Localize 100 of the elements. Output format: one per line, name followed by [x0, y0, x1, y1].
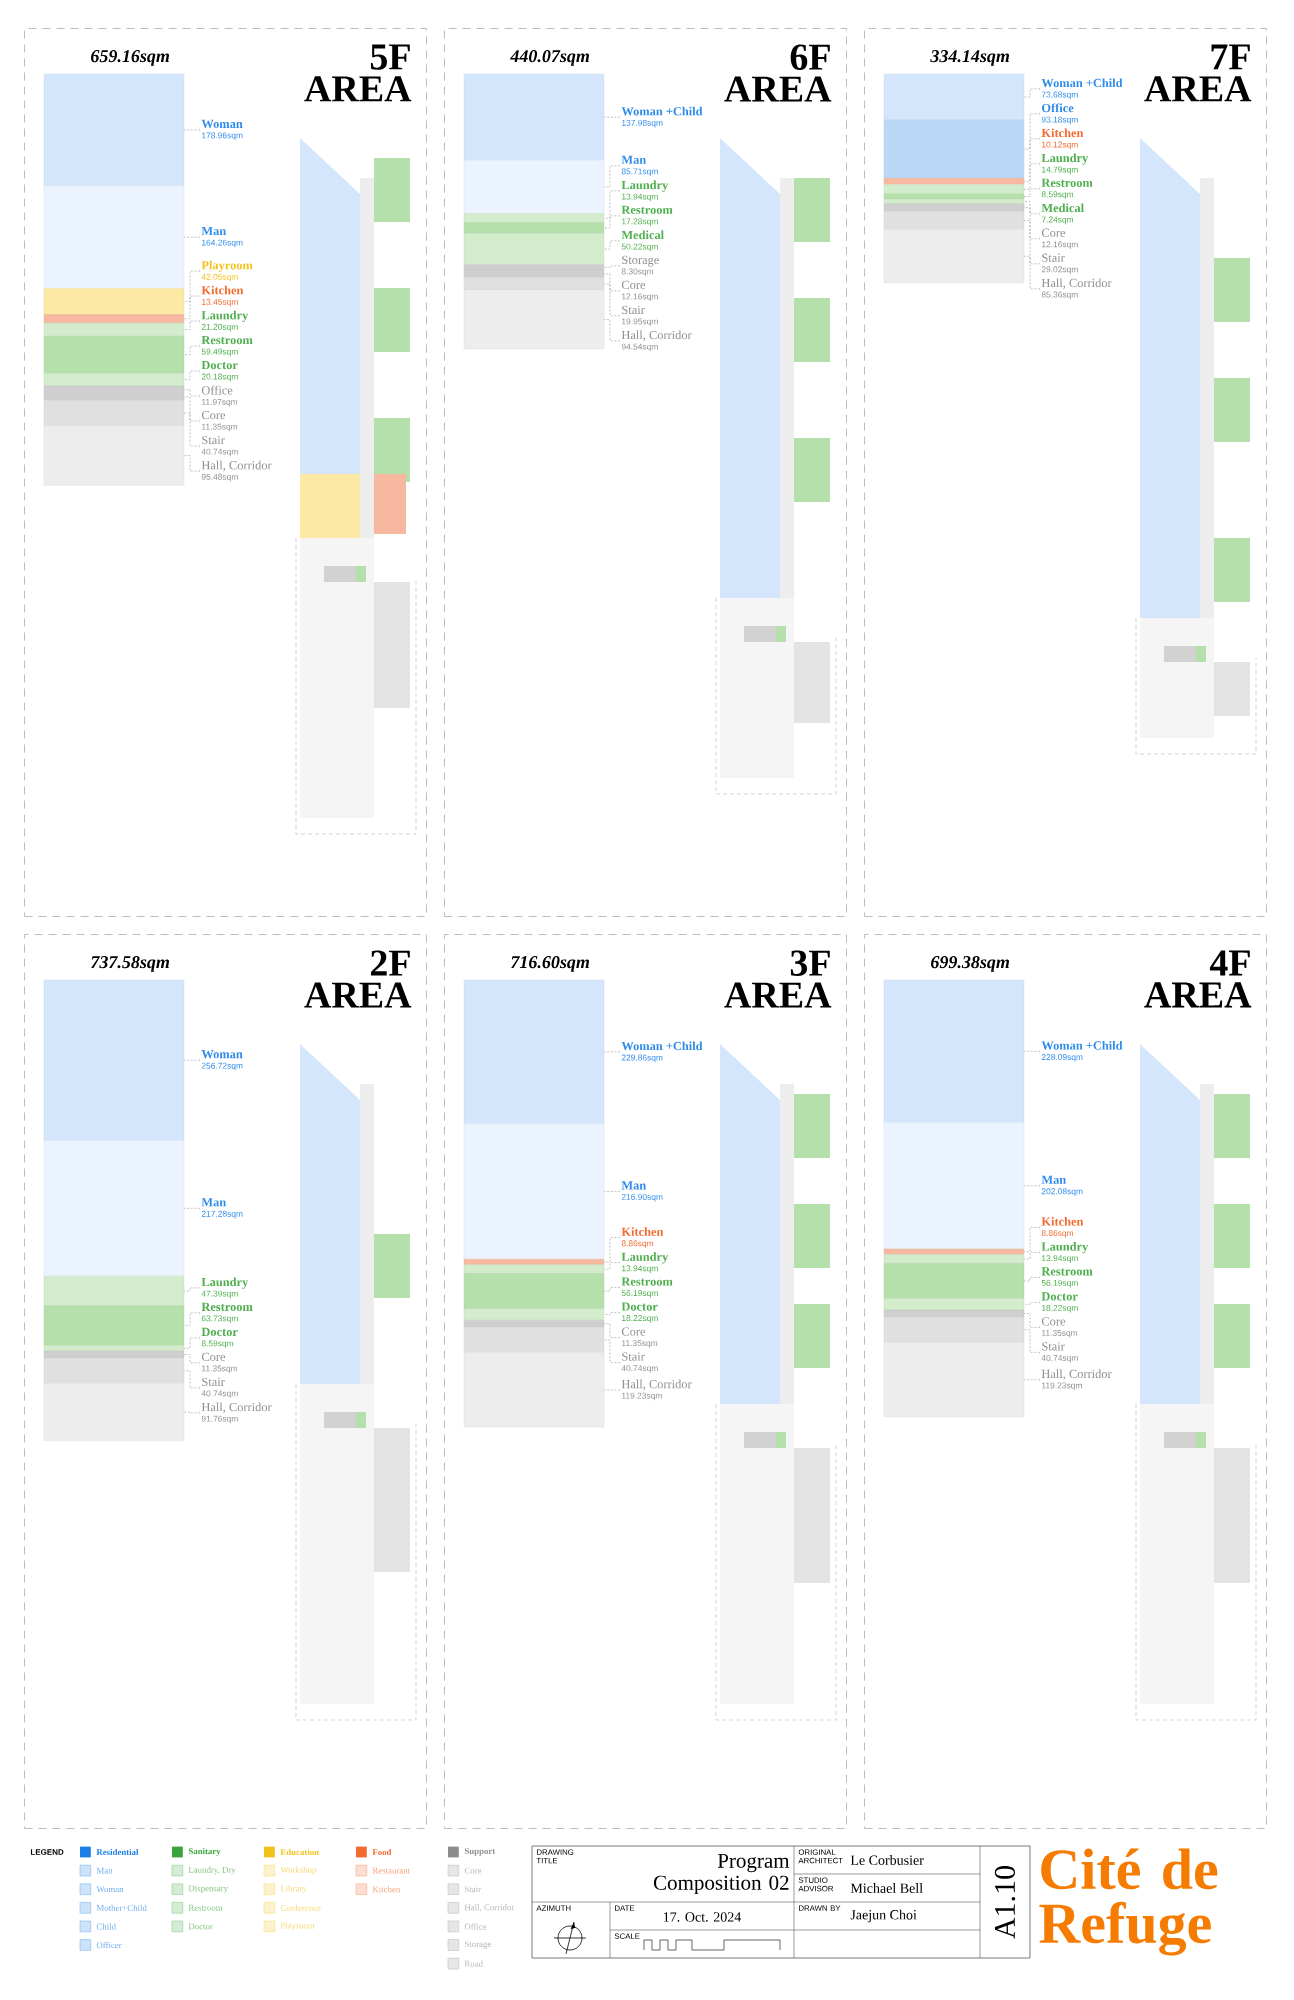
- leader-line: [603, 1323, 621, 1338]
- area-total: 440.07sqm: [510, 50, 590, 66]
- leader-line: [183, 1411, 201, 1414]
- area-bar-segment: [883, 73, 1025, 121]
- leader-line: [1023, 1185, 1041, 1187]
- leader-line: [603, 273, 621, 292]
- area-bar-segment: [463, 73, 605, 161]
- area-bar-segment: [883, 1263, 1025, 1299]
- area-bar-segment: [43, 185, 185, 289]
- area-bar-segment: [463, 213, 605, 223]
- area-bar-segment: [43, 1276, 185, 1306]
- area-bar-segment: [43, 73, 185, 186]
- leader-line: [1023, 138, 1041, 182]
- area-bar-segment: [883, 1316, 1025, 1343]
- sheet-number: A1.10: [994, 1866, 1016, 1939]
- area-bar-segment: [883, 979, 1025, 1123]
- leader-line: [1023, 188, 1041, 197]
- leader-line: [1023, 113, 1041, 150]
- area-total: 659.16sqm: [91, 50, 170, 66]
- leader-line: [183, 412, 201, 447]
- area-bar-segment: [463, 1123, 605, 1260]
- leader-line: [183, 396, 201, 422]
- area-bar-segment: [883, 229, 1025, 284]
- leader-line: [183, 295, 201, 320]
- area-total: 334.14sqm: [930, 50, 1010, 66]
- leader-line: [183, 1370, 201, 1389]
- leader-line: [1023, 1302, 1041, 1305]
- leader-line: [1023, 1252, 1041, 1260]
- floor-heading: 5F AREA: [304, 44, 412, 102]
- leader-line: [1023, 1051, 1041, 1052]
- leader-line: [183, 1337, 201, 1349]
- area-bar-segment: [883, 184, 1025, 194]
- area-bar-segment: [883, 119, 1025, 179]
- leader-line: [183, 270, 201, 302]
- leader-line: [603, 1339, 621, 1363]
- floor-heading: 2F AREA: [304, 950, 412, 1008]
- leader-line: [1023, 207, 1041, 240]
- area-bar-segment: [883, 1309, 1025, 1318]
- leader-line: [1023, 220, 1041, 265]
- floor-heading: 3F AREA: [724, 950, 832, 1008]
- leader-line: [1023, 1329, 1041, 1353]
- leader-line: [1023, 1227, 1041, 1253]
- leader-line: [183, 455, 201, 472]
- area-bar-segment: [43, 314, 185, 324]
- area-bar-segment: [43, 1383, 185, 1441]
- area-bar-segment: [463, 979, 605, 1124]
- area-bar-segment: [463, 233, 605, 265]
- leader-line: [603, 165, 621, 188]
- leader-line: [603, 1287, 621, 1292]
- leader-line: [183, 1312, 201, 1326]
- leader-line: [183, 1059, 201, 1061]
- floor-heading: 6F AREA: [724, 44, 832, 102]
- area-bar-segment: [463, 160, 605, 214]
- area-bar-segment: [43, 322, 185, 337]
- area-bar-segment: [883, 1254, 1025, 1264]
- leader-line: [603, 1051, 621, 1053]
- leader-line: [603, 1237, 621, 1263]
- area-bar-segment: [43, 385, 185, 394]
- area-bar-segment: [883, 203, 1025, 212]
- area-bar-segment: [43, 1350, 185, 1359]
- leader-line: [603, 265, 621, 268]
- area-bar-segment: [43, 1140, 185, 1277]
- leader-line: [183, 345, 201, 356]
- leader-line: [603, 283, 621, 317]
- leader-line: [603, 1262, 621, 1270]
- leader-line: [1023, 163, 1041, 190]
- area-bar-segment: [43, 400, 185, 426]
- area-total: 716.60sqm: [511, 956, 590, 972]
- area-total: 737.58sqm: [91, 956, 170, 972]
- drawing-title: Program Composition 02: [653, 1853, 790, 1895]
- area-bar-segment: [883, 1248, 1025, 1255]
- area-bar-segment: [463, 1273, 605, 1309]
- area-bar-segment: [43, 1305, 185, 1346]
- area-bar-segment: [43, 288, 185, 315]
- leader-line: [603, 240, 621, 250]
- area-bar-segment: [43, 1357, 185, 1384]
- leader-line: [183, 1354, 201, 1364]
- leader-line: [1023, 1379, 1041, 1380]
- area-bar-segment: [463, 269, 605, 278]
- area-bar-segment: [883, 1122, 1025, 1250]
- area-bar-segment: [43, 425, 185, 486]
- area-total: 699.38sqm: [931, 956, 1010, 972]
- leader-line: [183, 1208, 201, 1209]
- area-bar-segment: [883, 1342, 1025, 1418]
- area-bar-segment: [463, 1352, 605, 1428]
- project-title: Cité de Refuge: [1039, 1848, 1218, 1956]
- leader-line: [603, 319, 621, 342]
- leader-line: [603, 215, 621, 229]
- leader-line: [1023, 1313, 1041, 1328]
- floor-heading: 7F AREA: [1144, 44, 1252, 102]
- area-bar-segment: [43, 336, 185, 374]
- area-bar-segment: [463, 1264, 605, 1274]
- area-bar-segment: [883, 211, 1025, 230]
- leader-line: [183, 370, 201, 381]
- leader-line: [1023, 88, 1041, 98]
- leader-line: [603, 190, 621, 219]
- area-bar-segment: [43, 979, 185, 1141]
- area-bar-segment: [463, 222, 605, 234]
- area-bar-segment: [463, 1308, 605, 1321]
- leader-line: [183, 320, 201, 330]
